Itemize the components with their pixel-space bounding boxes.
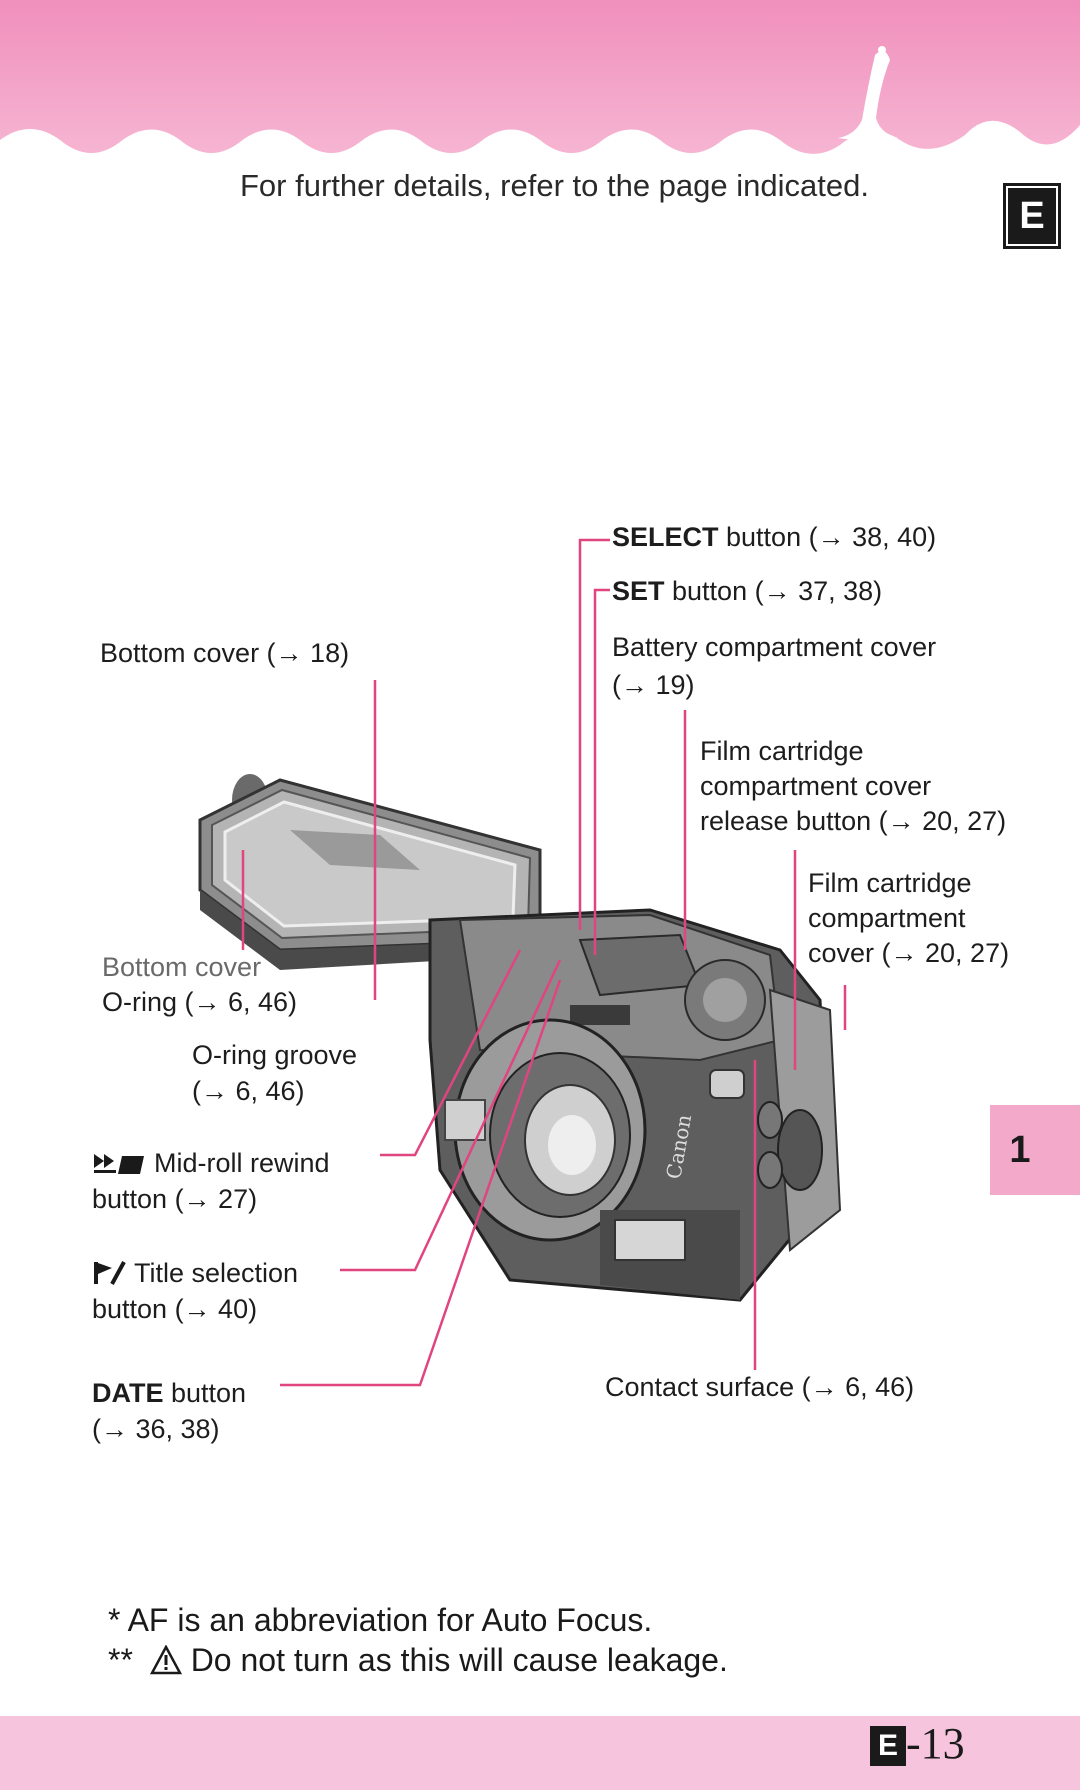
- chapter-number: 1: [1009, 1129, 1031, 1171]
- label-groove-1: O-ring groove: [192, 1040, 358, 1070]
- title-selection-icon: [94, 1261, 126, 1285]
- label-title-2: button (→ 40): [92, 1294, 258, 1324]
- label-date-1: DATE button: [92, 1378, 247, 1408]
- label-film-cover-2: compartment: [808, 903, 966, 933]
- label-groove-2: (→ 6, 46): [192, 1076, 305, 1106]
- language-tab: E: [1003, 183, 1061, 249]
- note-leakage: ** Do not turn as this will cause leakag…: [108, 1642, 728, 1678]
- midroll-rewind-icon: [94, 1154, 144, 1174]
- label-oring-1: Bottom cover: [102, 952, 262, 982]
- whale-tail-decoration: [838, 46, 898, 140]
- label-set-button: SET button (→ 37, 38): [612, 576, 883, 606]
- label-battery-cover-1: Battery compartment cover: [612, 632, 937, 662]
- warning-triangle-icon: [149, 1644, 182, 1675]
- label-midroll-1: Mid-roll rewind: [92, 1146, 330, 1180]
- page-number: E-13: [870, 1718, 965, 1769]
- leader-title: [340, 959, 562, 1272]
- header-instruction: For further details, refer to the page i…: [240, 168, 869, 203]
- label-contact-surface: Contact surface (→ 6, 46): [605, 1372, 915, 1402]
- label-film-release-2: compartment cover: [700, 771, 932, 801]
- camera-illustration: Canon: [198, 774, 842, 1302]
- label-film-cover-3: cover (→ 20, 27): [808, 938, 1010, 968]
- header-band: [0, 0, 1080, 154]
- note-af: * AF is an abbreviation for Auto Focus.: [108, 1602, 653, 1638]
- label-select-button: SELECT button (→ 38, 40): [612, 522, 937, 552]
- chapter-tab: [990, 1105, 1080, 1195]
- label-film-cover-1: Film cartridge: [808, 868, 972, 898]
- label-oring-2: O-ring (→ 6, 46): [102, 987, 298, 1017]
- label-date-2: (→ 36, 38): [92, 1414, 220, 1444]
- label-title-1: Title selection: [92, 1256, 298, 1290]
- label-film-release-1: Film cartridge: [700, 736, 864, 766]
- label-bottom-cover: Bottom cover (→ 18): [100, 638, 350, 668]
- leader-date: [280, 979, 562, 1387]
- leader-midroll: [380, 949, 522, 1157]
- page-prefix-box: E: [870, 1725, 906, 1766]
- page-number-text: -13: [906, 1719, 965, 1768]
- label-film-release-3: release button (→ 20, 27): [700, 806, 1007, 836]
- camera-body: Canon: [428, 908, 842, 1302]
- label-midroll-2: button (→ 27): [92, 1184, 258, 1214]
- leader-select: [578, 538, 610, 930]
- leader-set: [593, 588, 610, 955]
- label-battery-cover-2: (→ 19): [612, 670, 695, 700]
